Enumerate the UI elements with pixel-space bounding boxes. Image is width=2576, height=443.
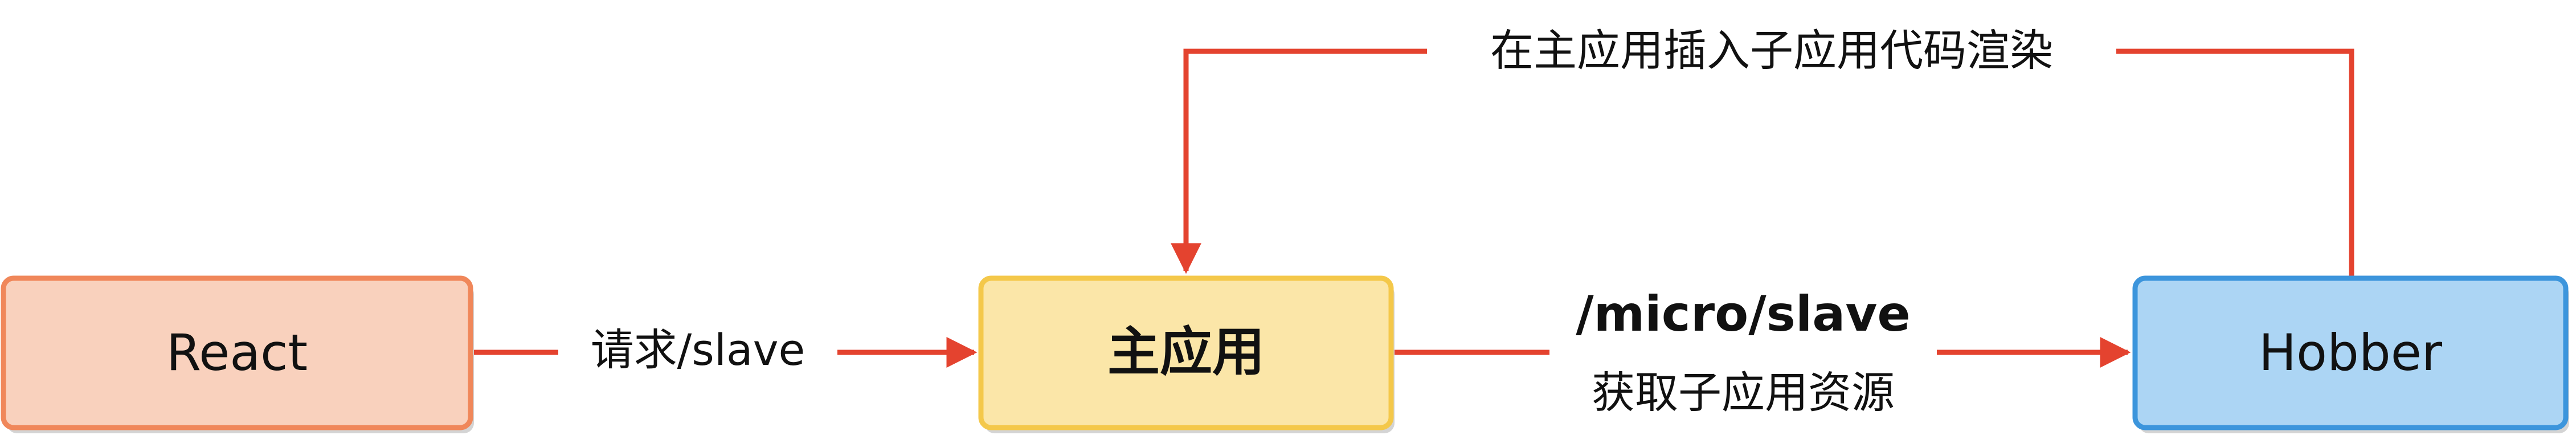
connector-hobber-up-right <box>2116 48 2354 278</box>
node-react-box <box>1 275 473 430</box>
node-react: React <box>1 275 474 433</box>
edge-label-fetch-sub-app: 获取子应用资源 <box>1592 367 1895 418</box>
node-main-app: 主应用 <box>978 275 1395 433</box>
edge-main-to-hobber: /micro/slave 获取子应用资源 <box>1393 286 2131 418</box>
edge-hobber-to-main: 在主应用插入子应用代码渲染 <box>1171 25 2354 278</box>
node-hobber-label: Hobber <box>2259 323 2443 382</box>
node-hobber-box <box>2132 275 2569 430</box>
node-main-app-box <box>978 275 1394 430</box>
edge-label-micro-slave: /micro/slave <box>1576 286 1910 343</box>
edge-label-insert-render: 在主应用插入子应用代码渲染 <box>1490 25 2053 76</box>
node-react-label: React <box>166 323 308 382</box>
node-main-app-label: 主应用 <box>1107 322 1265 383</box>
arrow-hobber-to-main <box>1171 48 1427 274</box>
node-hobber: Hobber <box>2132 275 2569 433</box>
edge-react-to-main: 请求/slave <box>472 324 978 375</box>
edge-label-request-slave: 请求/slave <box>591 324 805 375</box>
